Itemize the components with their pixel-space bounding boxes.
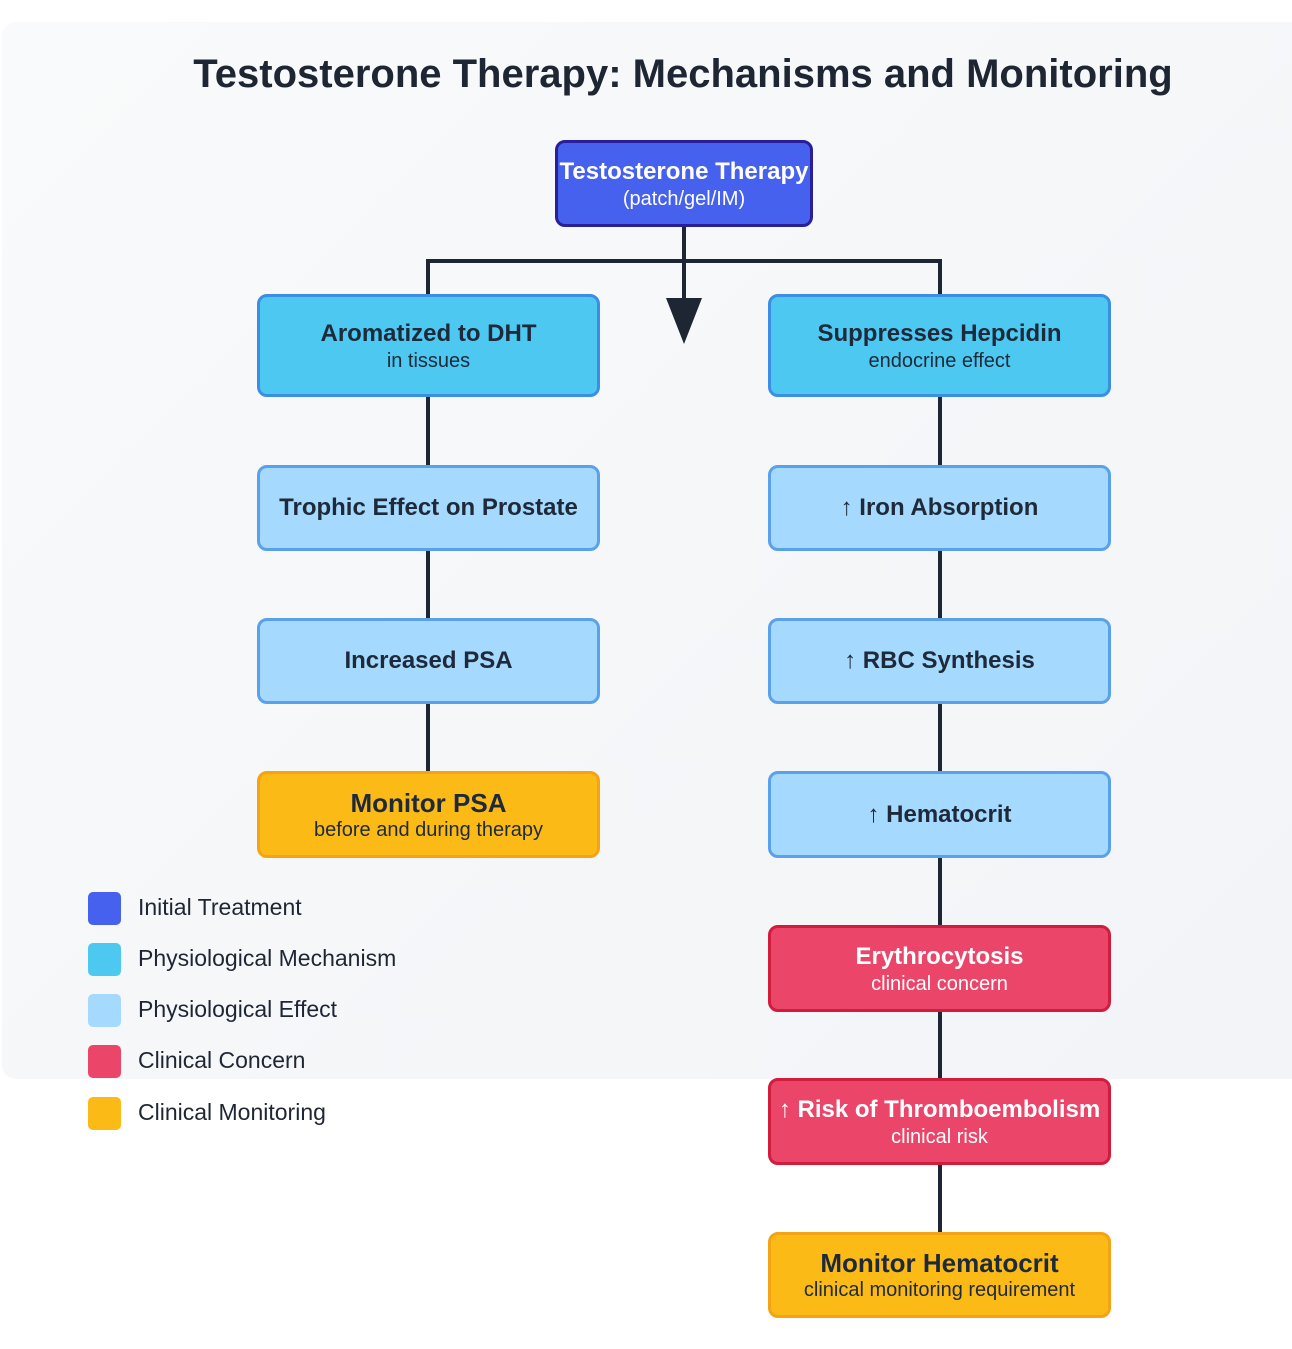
- legend-item-physiological-mechanism: Physiological Mechanism: [88, 941, 488, 977]
- node-subtitle: clinical monitoring requirement: [803, 1279, 1076, 1301]
- node-subtitle: (patch/gel/IM): [622, 187, 746, 210]
- node-title: ↑ Risk of Thromboembolism: [778, 1095, 1101, 1123]
- node-title: ↑ Hematocrit: [867, 800, 1012, 828]
- legend-swatch: [88, 943, 121, 976]
- node-iron-absorption: ↑ Iron Absorption: [768, 465, 1111, 551]
- node-erythrocytosis: Erythrocytosis clinical concern: [768, 925, 1111, 1012]
- node-aromatized-to-dht: Aromatized to DHT in tissues: [257, 294, 600, 397]
- legend-label: Clinical Monitoring: [138, 1099, 326, 1125]
- node-title: Trophic Effect on Prostate: [279, 494, 578, 521]
- connector-therapy-branches: [426, 259, 942, 305]
- legend-label: Physiological Effect: [138, 996, 338, 1022]
- legend-label: Physiological Mechanism: [138, 945, 397, 971]
- node-subtitle: endocrine effect: [868, 349, 1011, 372]
- legend-item-initial-treatment: Initial Treatment: [88, 890, 488, 926]
- node-title: Erythrocytosis: [855, 942, 1024, 970]
- node-subtitle: in tissues: [386, 349, 471, 372]
- arrowhead-center: [666, 298, 702, 344]
- node-subtitle: before and during therapy: [313, 818, 544, 841]
- node-subtitle: clinical risk: [891, 1125, 988, 1148]
- legend-label: Initial Treatment: [138, 894, 302, 920]
- node-title: Aromatized to DHT: [320, 319, 537, 347]
- node-testosterone-therapy: Testosterone Therapy (patch/gel/IM): [555, 140, 813, 227]
- node-hematocrit: ↑ Hematocrit: [768, 771, 1111, 858]
- node-title: Monitor Hematocrit: [820, 1248, 1059, 1278]
- node-title: Increased PSA: [344, 647, 513, 674]
- node-risk-of-thromboembolism: ↑ Risk of Thromboembolism clinical risk: [768, 1078, 1111, 1165]
- node-title: Testosterone Therapy: [559, 157, 809, 185]
- node-title: Monitor PSA: [350, 787, 507, 818]
- node-monitor-psa: Monitor PSA before and during therapy: [257, 771, 600, 858]
- node-monitor-hematocrit: Monitor Hematocrit clinical monitoring r…: [768, 1232, 1111, 1318]
- legend-item-physiological-effect: Physiological Effect: [88, 992, 488, 1028]
- node-suppresses-hepcidin: Suppresses Hepcidin endocrine effect: [768, 294, 1111, 397]
- legend-item-clinical-monitoring: Clinical Monitoring: [88, 1095, 488, 1131]
- node-rbc-synthesis: ↑ RBC Synthesis: [768, 618, 1111, 704]
- diagram-title: Testosterone Therapy: Mechanisms and Mon…: [193, 52, 1173, 96]
- node-increased-psa: Increased PSA: [257, 618, 600, 704]
- legend-swatch: [88, 1045, 121, 1078]
- legend-item-clinical-concern: Clinical Concern: [88, 1043, 488, 1079]
- node-trophic-effect-on-prostate: Trophic Effect on Prostate: [257, 465, 600, 551]
- legend-swatch: [88, 892, 121, 925]
- node-title: Suppresses Hepcidin: [817, 319, 1062, 347]
- legend-label: Clinical Concern: [138, 1047, 306, 1073]
- node-title: ↑ Iron Absorption: [840, 494, 1039, 521]
- node-subtitle: clinical concern: [871, 972, 1008, 995]
- legend-swatch: [88, 994, 121, 1027]
- legend-swatch: [88, 1097, 121, 1130]
- node-title: ↑ RBC Synthesis: [844, 647, 1035, 674]
